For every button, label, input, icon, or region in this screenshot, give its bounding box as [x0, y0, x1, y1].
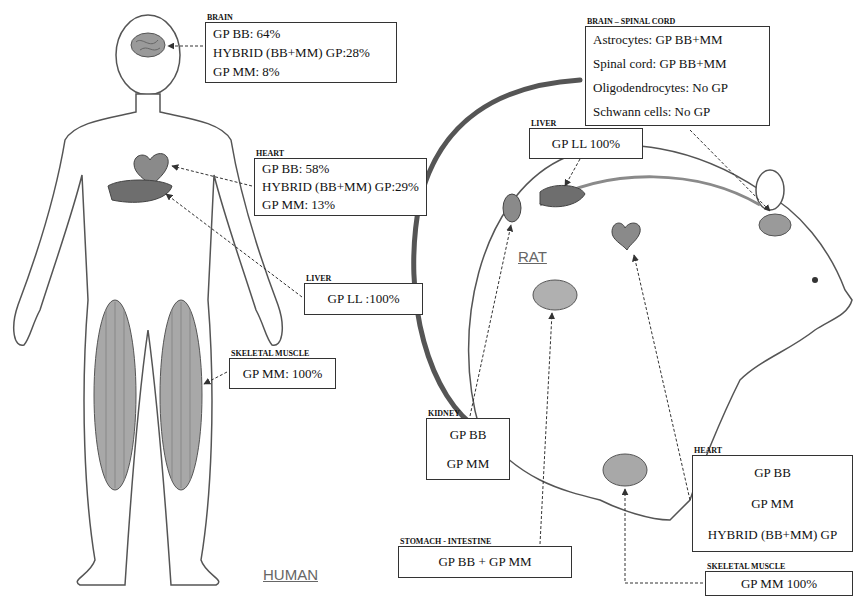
isoform-line: GP MM 100% [713, 573, 845, 594]
organ-heading: KIDNEY [428, 409, 460, 418]
isoform-line: HYBRID (BB+MM) GP:28% [213, 43, 389, 62]
leader-lines [166, 46, 770, 583]
isoform-line: Schwann cells: No GP [593, 100, 762, 124]
isoform-line: GP MM: 100% [237, 360, 328, 387]
organ-heading: SKELETAL MUSCLE [707, 562, 785, 571]
organ-box: KIDNEYGP BBGP MM [426, 418, 510, 480]
organ-heading: BRAIN – SPINAL CORD [587, 17, 675, 26]
organ-box: SKELETAL MUSCLEGP MM 100% [705, 571, 853, 596]
isoform-line: GP MM [700, 488, 845, 519]
isoform-line: HYBRID (BB+MM) GP [700, 519, 845, 550]
isoform-line: GP LL :100% [312, 285, 415, 313]
organ-heading: STOMACH - INTESTINE [400, 537, 491, 546]
isoform-line: GP LL 100% [537, 130, 635, 157]
isoform-line: Astrocytes: GP BB+MM [593, 28, 762, 52]
organ-heading: LIVER [531, 119, 556, 128]
isoform-line: GP MM: 13% [262, 196, 419, 214]
rat-figure [414, 80, 852, 520]
isoform-line: HYBRID (BB+MM) GP:29% [262, 178, 419, 196]
isoform-line: GP BB [700, 457, 845, 488]
species-label: RAT [518, 248, 547, 265]
isoform-line: GP MM [434, 449, 502, 478]
organ-box: SKELETAL MUSCLEGP MM: 100% [229, 358, 336, 389]
human-figure [14, 15, 283, 585]
organ-box: LIVERGP LL 100% [529, 128, 643, 159]
isoform-line: Oligodendrocytes: No GP [593, 76, 762, 100]
organ-heading: SKELETAL MUSCLE [231, 349, 309, 358]
isoform-line: GP BB [434, 420, 502, 449]
organ-heading: LIVER [306, 274, 331, 283]
isoform-line: Spinal cord: GP BB+MM [593, 52, 762, 76]
isoform-line: GP BB: 58% [262, 160, 419, 178]
organ-box: HEARTGP BBGP MMHYBRID (BB+MM) GP [692, 455, 853, 552]
species-label: HUMAN [263, 566, 318, 583]
isoform-line: GP MM: 8% [213, 62, 389, 81]
isoform-line: GP BB: 64% [213, 24, 389, 43]
organ-box: STOMACH - INTESTINEGP BB + GP MM [398, 546, 572, 578]
organ-heading: BRAIN [207, 13, 233, 22]
organ-box: HEARTGP BB: 58%HYBRID (BB+MM) GP:29%GP M… [254, 158, 427, 216]
organ-heading: HEART [256, 149, 284, 158]
organ-box: BRAINGP BB: 64%HYBRID (BB+MM) GP:28%GP M… [205, 22, 397, 83]
isoform-line: GP BB + GP MM [406, 548, 564, 576]
organ-box: BRAIN – SPINAL CORDAstrocytes: GP BB+MMS… [585, 26, 770, 126]
organ-box: LIVERGP LL :100% [304, 283, 423, 315]
organ-heading: HEART [694, 446, 722, 455]
